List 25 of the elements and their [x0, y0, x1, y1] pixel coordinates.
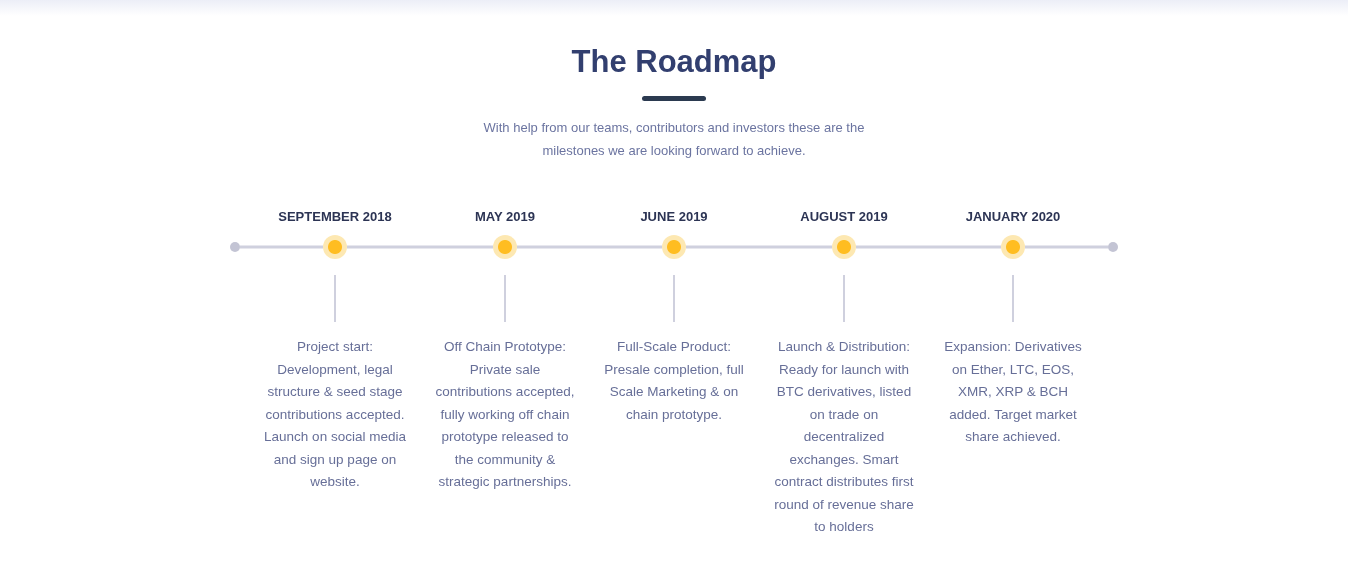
timeline-line: [686, 245, 832, 249]
date-label: JUNE 2019: [640, 208, 708, 226]
connector-line: [504, 274, 506, 323]
timeline-line: [1025, 245, 1108, 249]
timeline-line: [347, 245, 493, 249]
connector-line: [843, 274, 845, 323]
timeline-line: [240, 245, 323, 249]
milestone-description: Off Chain Prototype: Private sale contributions accepted, fully working off chain prototype released to the community & strategic partnerships.: [434, 338, 576, 491]
connector-line: [673, 274, 675, 323]
date-label: AUGUST 2019: [800, 208, 888, 226]
date-label: MAY 2019: [475, 208, 535, 226]
timeline-line: [856, 245, 1001, 249]
milestone-description: Launch & Distribution: Ready for launch with BTC derivatives, listed on trade on decentralized exchanges. Smart contract distributes first round of revenue share to holders: [773, 338, 915, 536]
title: The Roadmap: [570, 43, 778, 81]
endpoint-dot-icon: [230, 242, 240, 252]
timeline-line: [517, 245, 662, 249]
connector-line: [334, 274, 336, 323]
milestone-description: Full-Scale Product: Presale completion, full Scale Marketing & on chain prototype.: [603, 338, 745, 424]
endpoint-dot-icon: [1108, 242, 1118, 252]
milestone-description: Expansion: Derivatives on Ether, LTC, EOS, XMR, XRP & BCH added. Target market share achieved.: [943, 338, 1083, 446]
date-label: JANUARY 2020: [965, 208, 1061, 226]
connector-line: [1012, 274, 1014, 323]
subtitle: With help from our teams, contributors and investors these are the milestones we are looking forward to achieve.: [482, 119, 866, 160]
date-label: SEPTEMBER 2018: [278, 208, 392, 226]
milestone-description: Project start: Development, legal structure & seed stage contributions accepted. Launch on social media and sign up page on website.: [263, 338, 407, 491]
